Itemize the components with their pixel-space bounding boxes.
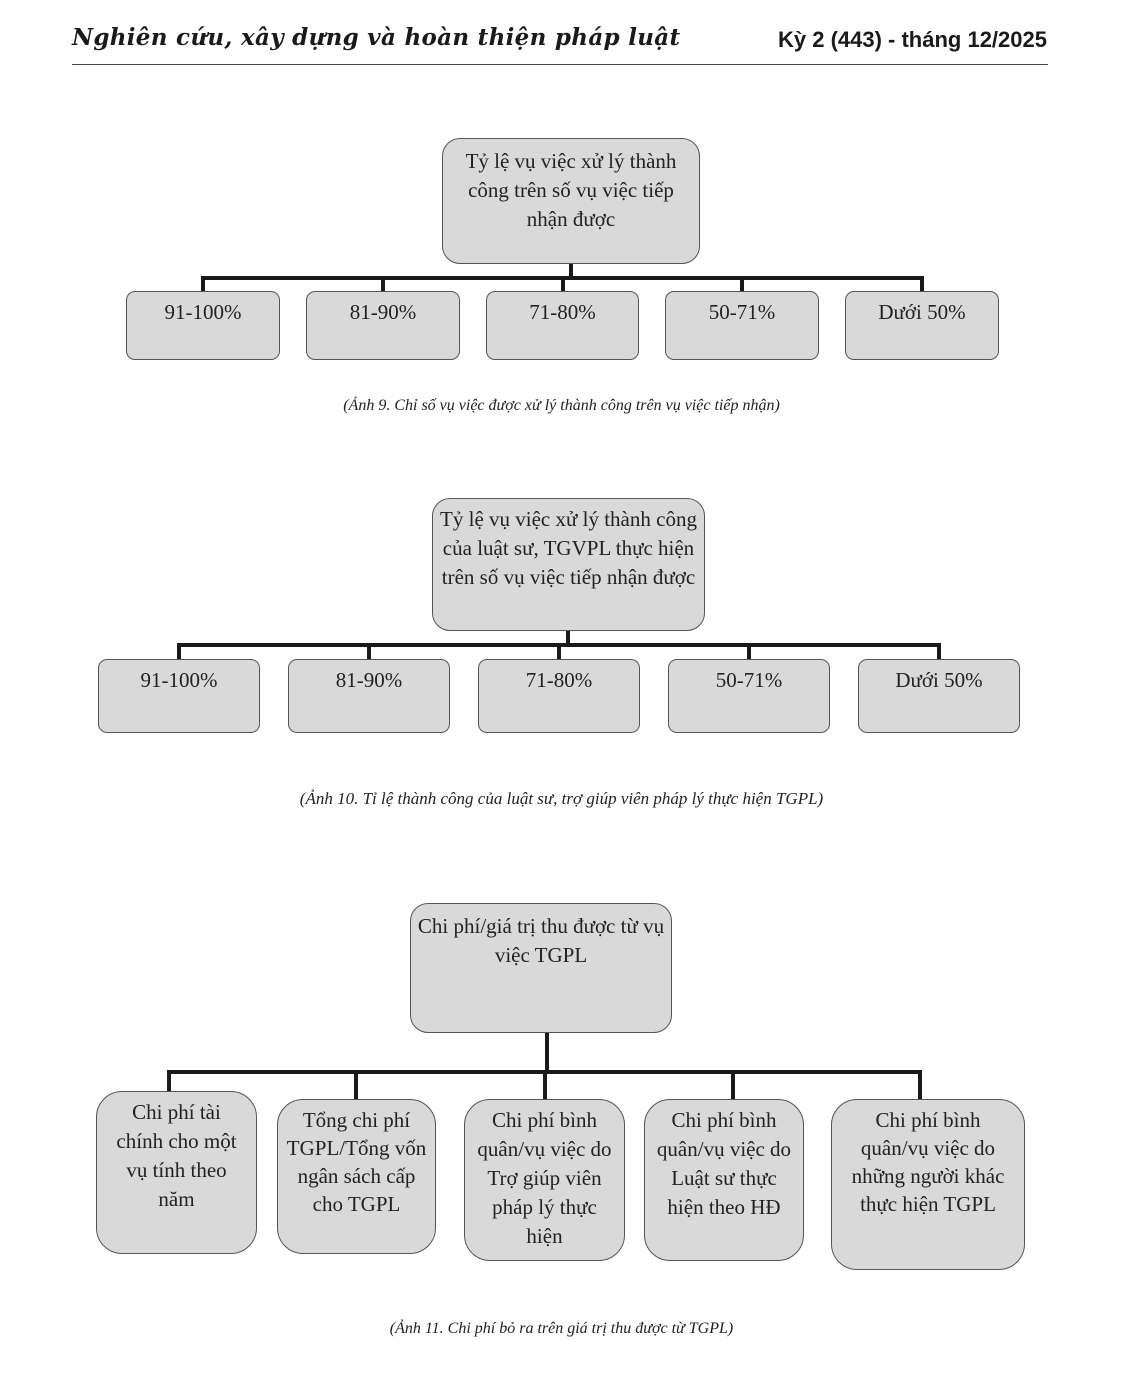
connector xyxy=(566,631,570,645)
connector xyxy=(918,1070,922,1100)
diagram-3-child-box: Chi phí tài chính cho một vụ tính theo n… xyxy=(96,1091,257,1254)
diagram-1-child-box: 50-71% xyxy=(665,291,819,360)
diagram-1-child-text: Dưới 50% xyxy=(878,300,966,324)
connector xyxy=(920,276,924,292)
header-rule xyxy=(72,64,1048,65)
diagram-3-child-box: Chi phí bình quân/vụ việc do Trợ giúp vi… xyxy=(464,1099,625,1261)
diagram-1-root-text: Tỷ lệ vụ việc xử lý thành công trên số v… xyxy=(465,149,677,231)
connector xyxy=(569,264,573,278)
diagram-3-child-box: Chi phí bình quân/vụ việc do những người… xyxy=(831,1099,1025,1270)
diagram-3-child-text: Chi phí bình quân/vụ việc do Trợ giúp vi… xyxy=(477,1108,612,1248)
diagram-2-child-text: 91-100% xyxy=(140,668,218,692)
connector xyxy=(937,643,941,660)
diagram-2-child-box: Dưới 50% xyxy=(858,659,1020,733)
connector xyxy=(731,1070,735,1100)
diagram-2-root-text: Tỷ lệ vụ việc xử lý thành công của luật … xyxy=(440,507,697,589)
diagram-2-child-box: 71-80% xyxy=(478,659,640,733)
journal-title: Nghiên cứu, xây dựng và hoàn thiện pháp … xyxy=(72,24,681,51)
connector xyxy=(543,1070,547,1100)
diagram-2-root-box: Tỷ lệ vụ việc xử lý thành công của luật … xyxy=(432,498,705,631)
diagram-1-child-text: 50-71% xyxy=(708,300,776,324)
diagram-2-child-box: 81-90% xyxy=(288,659,450,733)
connector xyxy=(201,276,205,292)
diagram-3-caption: (Ảnh 11. Chi phí bỏ ra trên giá trị thu … xyxy=(389,1320,734,1337)
diagram-1-child-box: 81-90% xyxy=(306,291,460,360)
diagram-2-child-text: 71-80% xyxy=(525,668,593,692)
diagram-1-child-box: Dưới 50% xyxy=(845,291,999,360)
diagram-2-caption: (Ảnh 10. Tỉ lệ thành công của luật sư, t… xyxy=(299,789,824,808)
connector xyxy=(167,1070,171,1092)
diagram-3-child-box: Chi phí bình quân/vụ việc do Luật sư thự… xyxy=(644,1099,804,1261)
connector xyxy=(367,643,371,660)
diagram-1-child-box: 71-80% xyxy=(486,291,639,360)
diagram-3-child-text: Chi phí tài chính cho một vụ tính theo n… xyxy=(116,1100,237,1211)
diagram-1-child-text: 91-100% xyxy=(164,300,242,324)
diagram-3-child-text: Chi phí bình quân/vụ việc do Luật sư thự… xyxy=(656,1108,792,1219)
connector xyxy=(381,276,385,292)
connector xyxy=(561,276,565,292)
issue-label: Kỳ 2 (443) - tháng 12/2025 xyxy=(777,27,1047,52)
connector xyxy=(740,276,744,292)
diagram-3-root-box: Chi phí/giá trị thu được từ vụ việc TGPL xyxy=(410,903,672,1033)
diagram-3-child-text: Chi phí bình quân/vụ việc do những người… xyxy=(851,1108,1005,1216)
diagram-2-child-text: Dưới 50% xyxy=(895,668,983,692)
diagram-2-child-text: 81-90% xyxy=(335,668,403,692)
diagram-1-child-text: 71-80% xyxy=(529,300,596,324)
connector xyxy=(747,643,751,660)
diagram-2-child-text: 50-71% xyxy=(715,668,783,692)
diagram-1-child-box: 91-100% xyxy=(126,291,280,360)
diagram-2-child-box: 50-71% xyxy=(668,659,830,733)
connector xyxy=(354,1070,358,1100)
diagram-3-root-text: Chi phí/giá trị thu được từ vụ việc TGPL xyxy=(417,914,665,967)
diagram-1-caption: (Ảnh 9. Chỉ số vụ việc được xử lý thành … xyxy=(343,397,780,414)
connector xyxy=(557,643,561,660)
diagram-1-root-box: Tỷ lệ vụ việc xử lý thành công trên số v… xyxy=(442,138,700,264)
diagram-3-child-text: Tổng chi phí TGPL/Tổng vốn ngân sách cấp… xyxy=(286,1108,427,1216)
diagram-3-child-box: Tổng chi phí TGPL/Tổng vốn ngân sách cấp… xyxy=(277,1099,436,1254)
diagram-1-child-text: 81-90% xyxy=(349,300,417,324)
diagram-2-child-box: 91-100% xyxy=(98,659,260,733)
connector xyxy=(545,1033,549,1073)
connector xyxy=(177,643,181,660)
